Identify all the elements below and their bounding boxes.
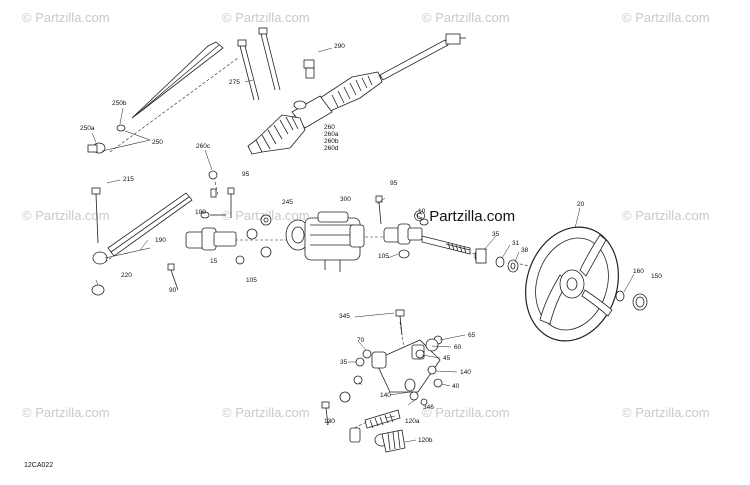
watermark: © Partzilla.com <box>222 10 310 25</box>
steering-wheel <box>525 226 619 342</box>
callout-label: 160 <box>633 268 644 275</box>
callout-label: 120a <box>405 418 420 425</box>
intermediate-shaft <box>185 211 237 251</box>
callout-label: 105 <box>246 277 257 284</box>
eps-unit <box>285 211 365 272</box>
watermark: © Partzilla.com <box>622 208 710 223</box>
callout-label: 45 <box>443 355 451 362</box>
universal-joint <box>383 218 429 259</box>
callout-label: 346 <box>423 404 434 411</box>
lower-tie-rod <box>91 187 193 296</box>
callout-label: 140 <box>460 369 471 376</box>
callout-label: 245 <box>282 199 293 206</box>
lower-fasteners <box>321 391 428 453</box>
watermark: © Partzilla.com <box>22 10 110 25</box>
callout-label: 260a <box>324 131 339 138</box>
callout-label: 260 <box>324 124 335 131</box>
callout-label: 60 <box>454 344 462 351</box>
callout-label: 95 <box>242 171 250 178</box>
watermark: © Partzilla.com <box>422 405 510 420</box>
callout-label: 65 <box>468 332 476 339</box>
callout-label: 31 <box>512 240 520 247</box>
callout-label: 35 <box>340 359 348 366</box>
steering-rack <box>247 33 466 155</box>
callout-label: 190 <box>155 237 166 244</box>
diagram-code: 12CA022 <box>24 462 54 469</box>
callout-label: 275 <box>229 79 240 86</box>
callout-label: 95 <box>390 180 398 187</box>
watermark: © Partzilla.com <box>22 405 110 420</box>
watermark: © Partzilla.com <box>22 208 110 223</box>
callout-label: 290 <box>334 43 345 50</box>
washers-245 <box>235 214 272 265</box>
callout-label: 130 <box>324 418 335 425</box>
callout-label: 70 <box>357 337 365 344</box>
callout-label: 260c <box>196 143 211 150</box>
callout-label: 38 <box>521 247 529 254</box>
callout-label: 120b <box>418 437 433 444</box>
clip-290 <box>303 59 315 79</box>
callout-label: 140 <box>380 392 391 399</box>
bolts-275 <box>237 27 281 101</box>
upper-tie-rod <box>87 41 224 154</box>
callout-label: 260b <box>324 138 339 145</box>
partzilla-brand: © Partzilla.com <box>414 208 516 225</box>
callout-label: 250 <box>152 139 163 146</box>
callout-label: 35 <box>492 231 500 238</box>
callout-label: 260d <box>324 145 339 152</box>
callout-label: 105 <box>378 253 389 260</box>
callout-label: 300 <box>340 196 351 203</box>
callout-label: 150 <box>651 273 662 280</box>
callout-label: 40 <box>452 383 460 390</box>
tilt-bracket <box>353 309 443 393</box>
watermark: © Partzilla.com <box>222 405 310 420</box>
callout-lines <box>91 47 635 443</box>
callout-label: 15 <box>210 258 218 265</box>
callout-label: 220 <box>121 272 132 279</box>
callout-label: 20 <box>577 201 585 208</box>
watermark: © Partzilla.com <box>422 10 510 25</box>
callout-label: 10 <box>418 208 426 215</box>
callout-label: 250a <box>80 125 95 132</box>
watermark: © Partzilla.com <box>622 10 710 25</box>
callout-label: 100 <box>195 209 206 216</box>
callout-label: 90 <box>169 287 177 294</box>
callout-label: 215 <box>123 176 134 183</box>
callout-label: 250b <box>112 100 127 107</box>
callout-label: 345 <box>339 313 350 320</box>
watermark: © Partzilla.com <box>622 405 710 420</box>
